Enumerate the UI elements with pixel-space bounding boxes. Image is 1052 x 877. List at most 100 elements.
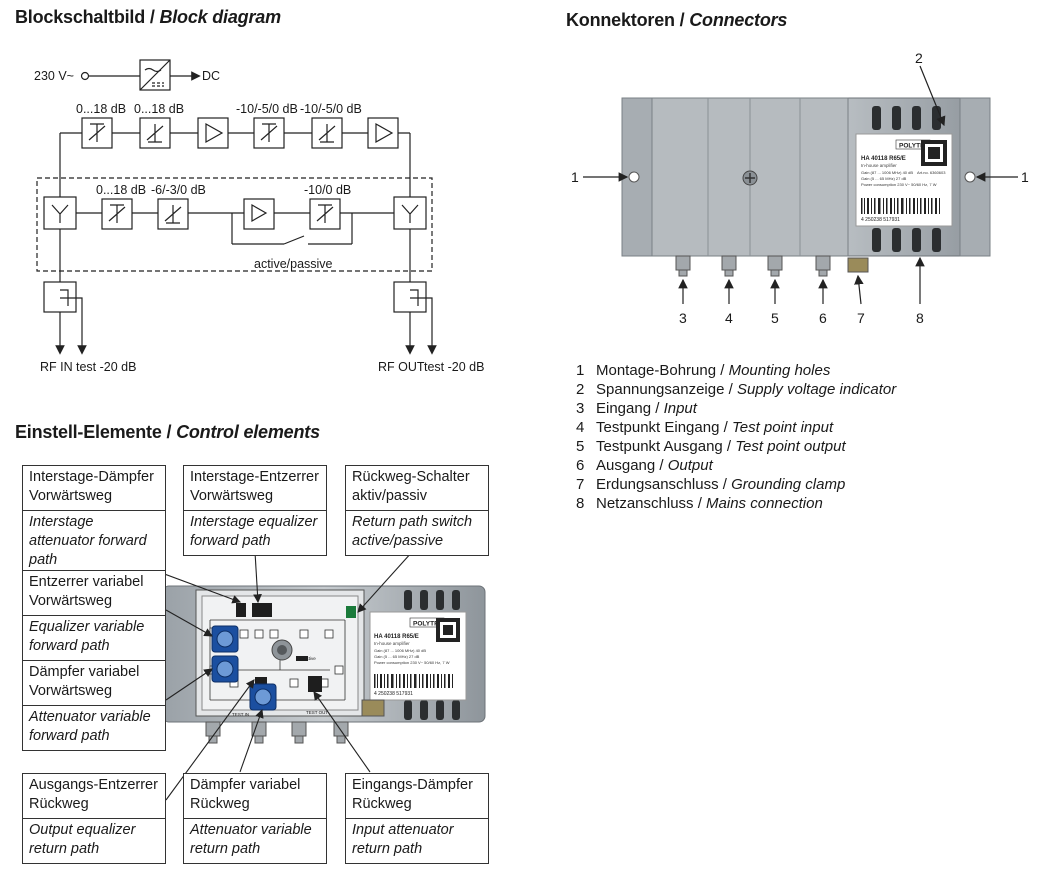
rf-in-test-label: test -20 dB bbox=[76, 360, 136, 374]
legend-de: Erdungsanschluss / bbox=[596, 476, 732, 493]
box-de: Rückweg-Schalter aktiv/passiv bbox=[346, 466, 488, 511]
spec-3: Power consumption 230 V~ 50/60 Hz, 7 W bbox=[861, 182, 937, 187]
heading-en: Connectors bbox=[689, 10, 788, 30]
legend-number: 4 bbox=[576, 419, 585, 436]
legend-de: Montage-Bohrung / bbox=[596, 362, 729, 379]
board-test-out: TEST OUT bbox=[306, 710, 328, 715]
block-diagram-heading: Blockschaltbild / Block diagram bbox=[15, 7, 281, 28]
barcode-number: 4 250238 517931 bbox=[374, 691, 413, 697]
brand-label: POLYTRON bbox=[413, 621, 449, 628]
barcode-number: 4 250238 517931 bbox=[861, 217, 900, 223]
spec-2: Gain (5 ... 65 MHz) 27 dB bbox=[374, 654, 420, 659]
fwd-label-3: -10/-5/0 dB bbox=[236, 102, 298, 116]
box-en: Input attenuator return path bbox=[352, 822, 454, 857]
model-label: HA 40118 R65/E bbox=[861, 156, 906, 162]
fwd-label-4: -10/-5/0 dB bbox=[300, 102, 362, 116]
art-label: Art.no. 6360603 bbox=[917, 170, 946, 175]
callout-2: 2 bbox=[915, 50, 923, 66]
board-active: active bbox=[304, 656, 316, 661]
device-label: POLYTRON HA 40118 R65/E In-house amplifi… bbox=[861, 139, 947, 223]
legend-number: 7 bbox=[576, 476, 585, 493]
f-connectors bbox=[675, 255, 869, 277]
legend-item: 1 Montage-Bohrung / Mounting holes bbox=[576, 361, 896, 380]
heading-de: Konnektoren / bbox=[566, 10, 690, 30]
legend-de: Testpunkt Eingang / bbox=[596, 419, 732, 436]
box-en: Output equalizer return path bbox=[29, 822, 136, 857]
fwd-label-1: 0...18 dB bbox=[76, 102, 126, 116]
legend-number: 8 bbox=[576, 495, 585, 512]
connectors-heading: Konnektoren / Connectors bbox=[566, 10, 787, 31]
callout-5: 5 bbox=[771, 310, 779, 326]
legend-de: Spannungsanzeige / bbox=[596, 381, 737, 398]
legend-en: Grounding clamp bbox=[731, 476, 846, 493]
legend-en: Test point input bbox=[731, 419, 834, 436]
control-box-equalizer-variable: Entzerrer variabel Vorwärtsweg Equalizer… bbox=[22, 570, 166, 661]
spec-3: Power consumption 230 V~ 50/60 Hz, 7 W bbox=[374, 660, 450, 665]
subtitle-label: In-house amplifier bbox=[861, 163, 897, 168]
box-de: Interstage-Entzerrer Vorwärtsweg bbox=[184, 466, 326, 511]
legend-number: 3 bbox=[576, 400, 585, 417]
subtitle-label: In-house amplifier bbox=[374, 641, 410, 646]
box-en: Attenuator variable forward path bbox=[29, 709, 151, 744]
control-elements-device: POLYTRON HA 40118 R65/E In-house amplifi… bbox=[104, 551, 486, 801]
control-box-attenuator-variable: Dämpfer variabel Vorwärtsweg Attenuator … bbox=[22, 660, 166, 751]
connector-legend: 1 Montage-Bohrung / Mounting holes 2 Spann… bbox=[576, 361, 896, 513]
legend-de: Eingang / bbox=[596, 400, 664, 417]
callout-1-left: 1 bbox=[571, 169, 579, 185]
callout-4: 4 bbox=[725, 310, 733, 326]
barcode-icon bbox=[374, 674, 453, 688]
legend-item: 4 Testpunkt Eingang / Test point input bbox=[576, 418, 896, 437]
box-en: Interstage attenuator forward path bbox=[29, 514, 147, 568]
ret-label-2: -6/-3/0 dB bbox=[151, 183, 206, 197]
legend-number: 2 bbox=[576, 381, 585, 398]
box-de: Entzerrer variabel Vorwärtsweg bbox=[23, 571, 165, 616]
rf-in-label: RF IN bbox=[40, 360, 73, 374]
control-box-interstage-attenuator: Interstage-Dämpfer Vorwärtsweg Interstag… bbox=[22, 465, 166, 575]
box-de: Ausgangs-Entzerrer Rückweg bbox=[23, 774, 165, 819]
box-de: Dämpfer variabel Vorwärtsweg bbox=[23, 661, 165, 706]
switch-label: active/passive bbox=[254, 257, 333, 271]
legend-number: 6 bbox=[576, 457, 585, 474]
legend-item: 3 Eingang / Input bbox=[576, 399, 896, 418]
mains-label: 230 V~ bbox=[34, 69, 74, 83]
legend-de: Testpunkt Ausgang / bbox=[596, 438, 736, 455]
box-en: Attenuator variable return path bbox=[190, 822, 312, 857]
heading-de: Einstell-Elemente / bbox=[15, 422, 177, 442]
spec-2: Gain (5 ... 65 MHz) 27 dB bbox=[861, 176, 907, 181]
legend-number: 5 bbox=[576, 438, 585, 455]
callout-8: 8 bbox=[916, 310, 924, 326]
spec-1: Gain (87 ... 1006 MHz) 40 dB bbox=[374, 648, 426, 653]
rf-out-label: RF OUT bbox=[378, 360, 425, 374]
legend-en: Mains connection bbox=[706, 495, 823, 512]
heading-de: Blockschaltbild / bbox=[15, 7, 160, 27]
barcode-icon bbox=[861, 198, 940, 214]
legend-en: Output bbox=[667, 457, 713, 474]
brand-label: POLYTRON bbox=[899, 143, 935, 150]
control-box-attenuator-return: Dämpfer variabel Rückweg Attenuator vari… bbox=[183, 773, 327, 864]
fwd-label-2: 0...18 dB bbox=[134, 102, 184, 116]
legend-item: 7 Erdungsanschluss / Grounding clamp bbox=[576, 475, 896, 494]
spec-1: Gain (87 ... 1006 MHz) 40 dB bbox=[861, 170, 913, 175]
legend-number: 1 bbox=[576, 362, 585, 379]
legend-en: Test point output bbox=[735, 438, 846, 455]
block-diagram: 230 V~ DC 0...18 dB 0...18 dB -10/-5/0 d… bbox=[34, 59, 484, 374]
connectors-device: POLYTRON HA 40118 R65/E In-house amplifi… bbox=[571, 50, 1029, 326]
box-de: Interstage-Dämpfer Vorwärtsweg bbox=[23, 466, 165, 511]
heading-en: Block diagram bbox=[159, 7, 281, 27]
ret-label-1: 0...18 dB bbox=[96, 183, 146, 197]
ret-label-3: -10/0 dB bbox=[304, 183, 351, 197]
legend-item: 5 Testpunkt Ausgang / Test point output bbox=[576, 437, 896, 456]
legend-en: Input bbox=[663, 400, 697, 417]
legend-de: Netzanschluss / bbox=[596, 495, 707, 512]
callout-1-right: 1 bbox=[1021, 169, 1029, 185]
model-label: HA 40118 R65/E bbox=[374, 634, 419, 640]
box-en: Interstage equalizer forward path bbox=[190, 514, 318, 549]
legend-item: 8 Netzanschluss / Mains connection bbox=[576, 494, 896, 513]
board-test-in: TEST IN bbox=[232, 712, 249, 717]
box-en: Equalizer variable forward path bbox=[29, 619, 145, 654]
control-box-output-equalizer: Ausgangs-Entzerrer Rückweg Output equali… bbox=[22, 773, 166, 864]
legend-en: Mounting holes bbox=[728, 362, 831, 379]
control-elements-heading: Einstell-Elemente / Control elements bbox=[15, 422, 320, 443]
